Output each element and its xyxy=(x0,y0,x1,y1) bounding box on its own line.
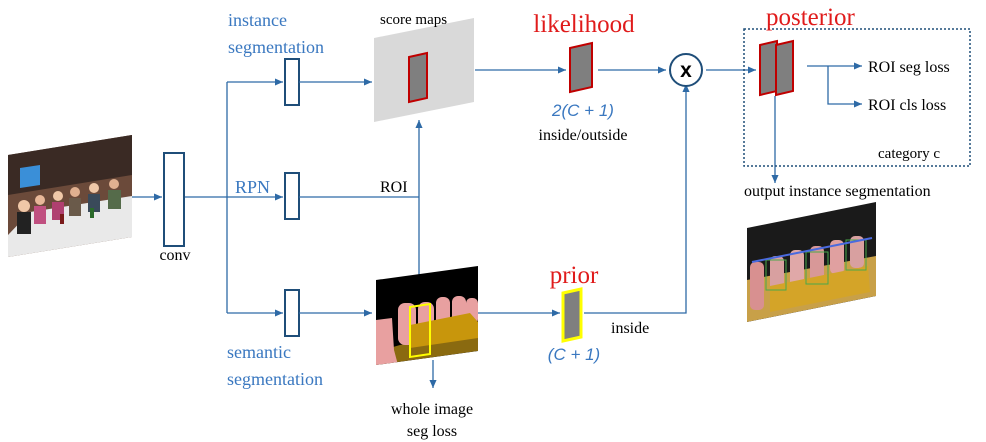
prior-block xyxy=(561,287,583,343)
instance-seg-block xyxy=(284,58,300,106)
output-seg-image xyxy=(747,202,876,322)
arrow-prior-to-multiply xyxy=(584,84,690,314)
input-image xyxy=(8,135,132,257)
semantic-seg-label-1: semantic xyxy=(227,342,291,362)
roi-cls-loss-label: ROI cls loss xyxy=(868,97,946,114)
posterior-block-2 xyxy=(775,39,794,97)
posterior-block-1 xyxy=(759,39,778,97)
rpn-label: RPN xyxy=(235,177,270,197)
likelihood-block xyxy=(569,41,593,94)
semantic-seg-block xyxy=(284,289,300,337)
rpn-block xyxy=(284,172,300,220)
semantic-seg-map xyxy=(376,266,478,365)
inside-outside-label: inside/outside xyxy=(539,127,628,144)
arrow-to-roi-cls-loss xyxy=(827,66,862,108)
connector-lines xyxy=(132,62,862,388)
instance-seg-label-2: segmentation xyxy=(228,37,324,57)
posterior-label: posterior xyxy=(766,4,856,31)
category-label: category c xyxy=(878,146,940,162)
roi-label: ROI xyxy=(380,179,408,196)
prior-dims: (C + 1) xyxy=(548,345,600,364)
multiply-node xyxy=(669,53,703,87)
semantic-seg-label-2: segmentation xyxy=(227,369,323,389)
roi-seg-loss-label: ROI seg loss xyxy=(868,59,950,76)
semantic-roi-box xyxy=(409,302,431,359)
prior-label: prior xyxy=(550,262,599,289)
multiply-symbol: x xyxy=(680,59,692,82)
conv-label: conv xyxy=(159,247,190,264)
output-instance-seg-label: output instance segmentation xyxy=(744,183,931,200)
whole-image-loss-label-2: seg loss xyxy=(407,423,457,440)
conv-block xyxy=(163,152,185,247)
score-map-roi-block xyxy=(408,51,428,104)
inside-label: inside xyxy=(611,320,649,337)
instance-seg-label-1: instance xyxy=(228,10,287,30)
whole-image-loss-label-1: whole image xyxy=(391,401,473,418)
score-maps-label: score maps xyxy=(380,12,447,28)
posterior-group-box xyxy=(743,28,971,167)
likelihood-label: likelihood xyxy=(533,11,635,38)
likelihood-dims: 2(C + 1) xyxy=(551,101,614,120)
